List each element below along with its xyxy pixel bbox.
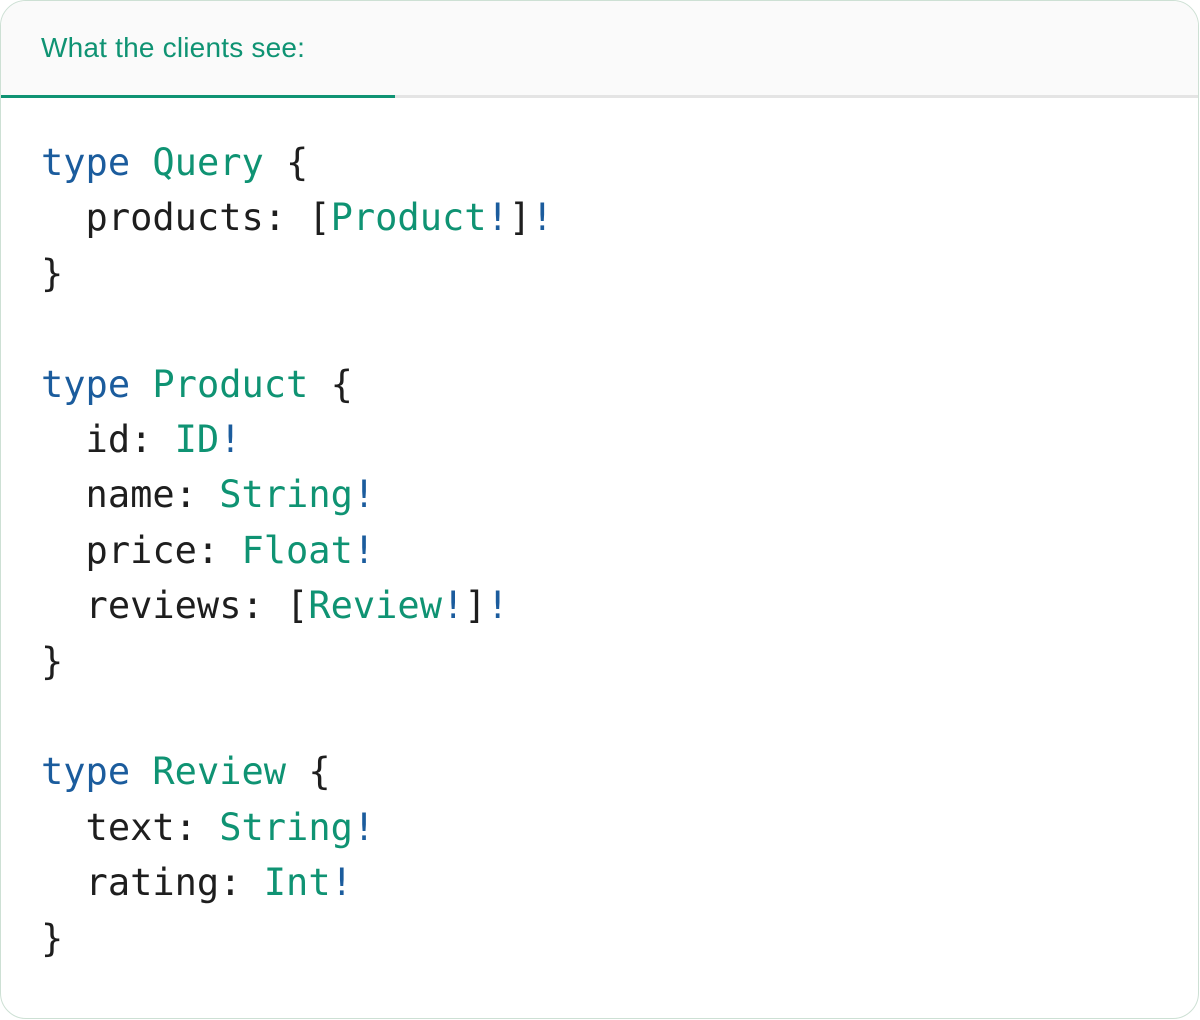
code-line: price: Float!	[41, 523, 1158, 578]
code-token-type: Review	[152, 750, 287, 794]
code-line: reviews: [Review!]!	[41, 578, 1158, 633]
code-line: }	[41, 246, 1158, 301]
code-token-kw: !	[330, 861, 353, 905]
code-token-kw: !	[531, 196, 554, 240]
code-line: }	[41, 911, 1158, 966]
tab-what-clients-see[interactable]: What the clients see:	[1, 1, 305, 95]
code-token-type: Product	[330, 196, 487, 240]
code-token-plain: rating:	[41, 861, 264, 905]
code-token-kw: !	[352, 473, 376, 517]
active-tab-underline	[1, 95, 395, 98]
code-token-type: ID	[174, 418, 220, 462]
code-token-plain: ]	[464, 584, 487, 628]
code-token-kw: !	[486, 196, 509, 240]
code-token-type: Product	[152, 362, 309, 406]
tab-label: What the clients see:	[41, 32, 306, 63]
code-line: rating: Int!	[41, 855, 1158, 910]
code-token-type: String	[219, 805, 353, 849]
code-token-plain	[130, 363, 152, 406]
code-token-kw: !	[441, 584, 465, 628]
code-line: text: String!	[41, 800, 1158, 855]
code-token-plain: {	[308, 362, 353, 406]
code-token-type: Review	[308, 584, 442, 628]
code-token-type: Float	[241, 528, 353, 572]
code-token-kw: type	[41, 141, 131, 184]
code-token-kw: type	[41, 750, 131, 794]
code-token-type: Query	[152, 141, 264, 184]
tab-bar: What the clients see:	[1, 1, 1198, 98]
code-block: type Query { products: [Product!]!} type…	[1, 98, 1198, 966]
code-token-plain: {	[286, 750, 331, 794]
code-token-kw: !	[352, 805, 376, 849]
code-line: type Product {	[41, 357, 1158, 412]
code-token-plain: text:	[41, 805, 220, 849]
code-token-type: String	[219, 473, 353, 517]
code-line: type Review {	[41, 744, 1158, 799]
code-token-plain: id:	[41, 418, 175, 462]
code-token-kw: !	[352, 528, 376, 572]
code-token-plain: reviews: [	[41, 584, 309, 628]
code-token-plain: }	[41, 639, 64, 683]
code-line	[41, 689, 1158, 744]
code-token-kw: type	[41, 362, 131, 406]
code-token-plain: }	[41, 251, 64, 295]
code-token-plain	[130, 141, 152, 184]
code-line: id: ID!	[41, 412, 1158, 467]
code-line	[41, 301, 1158, 356]
code-token-plain: products: [	[41, 196, 331, 240]
code-token-plain	[130, 750, 152, 793]
code-token-type: Int	[263, 861, 331, 905]
code-line: type Query {	[41, 135, 1158, 190]
code-token-kw: !	[219, 418, 242, 462]
code-token-plain: name:	[41, 473, 220, 517]
code-token-plain: ]	[508, 196, 532, 240]
code-line: products: [Product!]!	[41, 190, 1158, 245]
code-token-kw: !	[486, 584, 509, 628]
code-token-plain: }	[41, 916, 64, 960]
code-line: }	[41, 634, 1158, 689]
code-token-plain: {	[263, 141, 309, 184]
code-line: name: String!	[41, 467, 1158, 522]
code-token-plain: price:	[41, 528, 242, 572]
